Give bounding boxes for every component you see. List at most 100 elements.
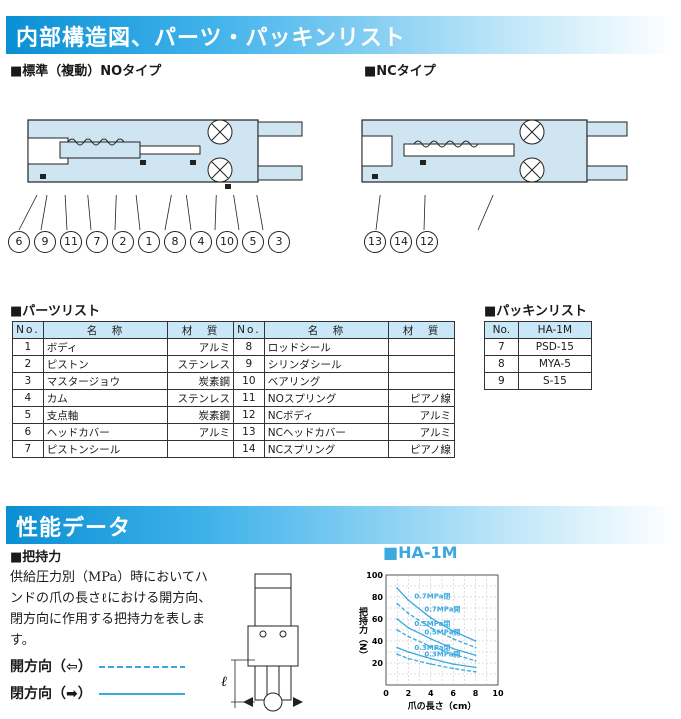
series-line: [396, 653, 476, 673]
series-label: 0.5MPa閉: [414, 619, 450, 628]
table-cell: ボディ: [42, 338, 169, 356]
table-cell: ベアリング: [263, 372, 390, 390]
table-cell: ロッドシール: [263, 338, 390, 356]
table-cell: アルミ: [167, 423, 234, 441]
gripper-sketch: ℓ: [221, 573, 303, 712]
packing-header-cell: HA-1M: [517, 321, 593, 339]
x-tick-label: 2: [406, 689, 412, 698]
data-point: [396, 653, 399, 656]
nc-type-cross-section: [361, 119, 628, 183]
grip-force-title: ■把持力: [10, 550, 62, 565]
table-cell: S-15: [517, 372, 593, 390]
data-point: [429, 657, 432, 660]
table-cell: 5: [12, 406, 44, 424]
callout-14: 14: [390, 231, 412, 253]
x-tick-label: 8: [473, 689, 479, 698]
data-point: [429, 645, 432, 648]
table-cell: シリンダシール: [263, 355, 390, 373]
table-cell: ヘッドカバー: [42, 423, 169, 441]
callout-7: 7: [86, 231, 108, 253]
data-point: [429, 617, 432, 619]
table-cell: 支点軸: [42, 406, 169, 424]
performance-banner: 性能データ: [6, 506, 675, 544]
parts-header-cell: 名 称: [42, 321, 169, 339]
parts-header-cell: No.: [232, 321, 265, 339]
callout-5: 5: [242, 231, 264, 253]
nc-type-label: ■NCタイプ: [364, 64, 436, 79]
parts-header-cell: 材 質: [167, 321, 234, 339]
table-cell: ピストンシール: [42, 440, 169, 458]
data-point: [474, 646, 477, 649]
series-label: 0.7MPa開: [424, 605, 460, 614]
series-label: 0.5MPa開: [424, 628, 460, 637]
x-tick-label: 6: [450, 689, 456, 698]
x-axis-label: 爪の長さ（cm）: [408, 701, 477, 712]
table-cell: NCボディ: [263, 406, 390, 424]
table-cell: 10: [232, 372, 265, 390]
close-direction-legend: 閉方向（➡）: [10, 683, 187, 703]
data-point: [396, 618, 399, 620]
table-cell: アルミ: [388, 406, 455, 424]
table-cell: 7: [484, 338, 519, 356]
table-cell: 8: [232, 338, 265, 356]
data-point: [396, 629, 399, 631]
dashed-line-icon: [98, 666, 185, 668]
table-cell: アルミ: [167, 338, 234, 356]
callout-10: 10: [216, 231, 238, 253]
y-tick-label: 60: [372, 615, 384, 624]
table-cell: 9: [232, 355, 265, 373]
callout-4: 4: [190, 231, 212, 253]
grip-description: 供給圧力別（MPa）時においてハンドの爪の長さℓにおける開方向、閉方向に作用する…: [10, 570, 212, 648]
data-point: [452, 663, 455, 665]
y-tick-label: 20: [372, 659, 384, 668]
parts-header-cell: 材 質: [388, 321, 455, 339]
callout-9: 9: [34, 231, 56, 253]
callout-13: 13: [364, 231, 386, 253]
data-point: [407, 599, 410, 602]
data-point: [407, 651, 410, 653]
table-cell: 14: [232, 440, 265, 458]
series-line: [396, 603, 476, 649]
table-cell: 2: [12, 355, 44, 373]
callout-1: 1: [138, 231, 160, 253]
parts-header-cell: 名 称: [263, 321, 390, 339]
callout-11: 11: [60, 231, 82, 253]
table-cell: アルミ: [388, 423, 455, 441]
data-point: [429, 663, 432, 665]
data-point: [474, 640, 477, 642]
chart-title: ■HA-1M: [383, 543, 458, 562]
table-cell: NCスプリング: [263, 440, 390, 458]
table-cell: [167, 440, 234, 458]
table-cell: 炭素鋼: [167, 372, 234, 390]
no-type-label: ■標準（複動）NOタイプ: [10, 64, 162, 79]
table-cell: ピアノ線: [388, 440, 455, 458]
data-point: [429, 626, 432, 629]
table-cell: 8: [484, 355, 519, 373]
packing-header-cell: No.: [484, 321, 519, 339]
y-tick-label: 100: [366, 571, 383, 580]
open-direction-legend: 開方向（⇦）: [10, 656, 187, 676]
data-point: [474, 666, 477, 669]
callout-8: 8: [164, 231, 186, 253]
open-direction-label: 開方向（⇦）: [10, 659, 92, 675]
data-point: [396, 646, 399, 649]
parts-header-cell: No.: [12, 321, 44, 339]
x-tick-label: 0: [383, 689, 389, 698]
data-point: [474, 670, 477, 673]
performance-title: 性能データ: [16, 516, 132, 541]
series-label: 0.7MPa閉: [414, 591, 450, 600]
x-tick-label: 4: [428, 689, 434, 698]
table-cell: [388, 338, 455, 356]
data-point: [407, 612, 410, 615]
